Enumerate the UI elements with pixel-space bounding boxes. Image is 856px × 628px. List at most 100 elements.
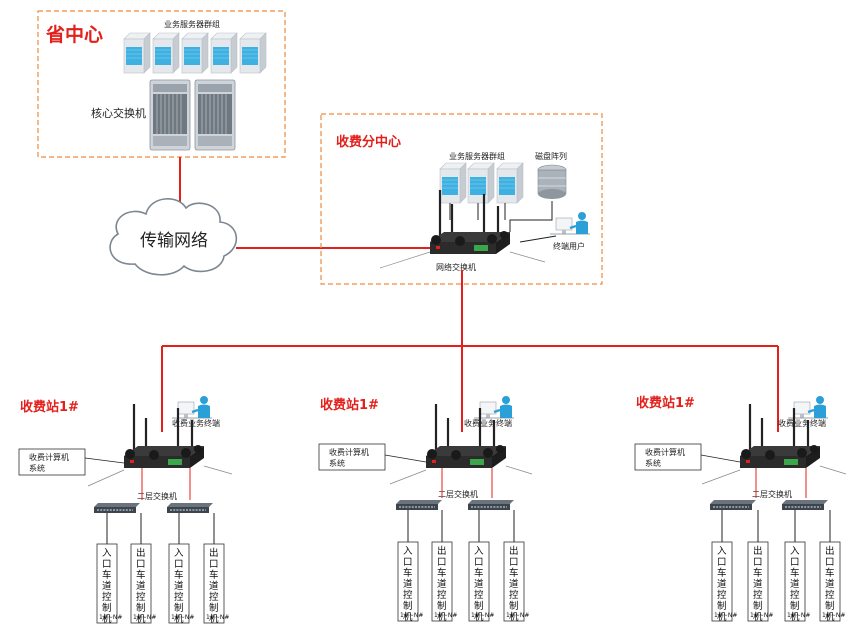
network-cloud-icon [109,198,238,276]
lane-char: 控 [753,589,763,601]
computer-system-line2: 系统 [645,458,661,468]
lane-char: 车 [102,569,112,581]
lane-char: 机 [790,611,800,623]
network-label: 传输网络 [140,231,208,251]
province-server-cluster [123,32,267,74]
lane-char: 车 [753,567,763,579]
lane-char: 口 [717,557,727,568]
lane-char: 口 [403,557,413,568]
server-icon [152,32,180,74]
lane-controller: 出 口 车 道 控 制 机 1#~N# [503,541,529,623]
lane-char: 机 [474,611,484,623]
lane-char: 控 [209,591,219,603]
computer-system-line1: 收费计算机 [29,452,69,462]
server-icon [210,32,238,74]
lane-char: 口 [174,559,184,570]
lane-char: 控 [509,589,519,601]
lane-char: 道 [825,578,835,590]
lane-char: 出 [509,545,519,557]
core-switch [149,79,236,151]
lane-char: 道 [174,580,184,592]
lane-char: 口 [437,557,447,568]
lane-char: 控 [102,591,112,603]
lane-char: 入 [790,546,800,557]
computer-system-line1: 收费计算机 [645,447,685,457]
lane-char: 控 [474,589,484,601]
core-switch-label: 核心交换机 [91,106,146,120]
computer-system-box [634,443,702,471]
station-terminal-label: 收费业务终端 [778,418,826,428]
toll-station: 收费站1# 收费业务终端 收费计算机 系统 二层交换机 入 口 车 道 控 制 … [318,394,533,623]
l2-switch-icon [395,499,443,511]
lane-char: 道 [437,578,447,590]
lane-char: 机 [102,613,112,625]
computer-system-box [318,443,386,471]
lane-char: 出 [209,547,219,559]
lane-char: 机 [174,613,184,625]
lane-char: 口 [753,557,763,568]
branch-router [379,188,557,269]
lane-char: 道 [474,578,484,590]
lane-char: 车 [437,567,447,579]
chassis-icon [149,79,191,151]
lane-range: 1#~N# [206,614,229,621]
server-icon [123,32,151,74]
lane-char: 入 [403,546,413,557]
lane-char: 车 [136,569,146,581]
station-title: 收费站1# [636,395,695,411]
network-switch-label: 网络交换机 [436,262,476,272]
lane-char: 道 [209,580,219,592]
l2-switch-label: 二层交换机 [137,491,177,501]
station-title: 收费站1# [320,397,379,413]
lane-range: 1#~N# [714,612,737,619]
disk-array-icon [537,164,567,199]
lane-char: 道 [509,578,519,590]
terminal-user-icon [548,210,592,236]
toll-station: 收费站1# 收费业务终端 收费计算机 系统 二层交换机 入 口 车 道 控 制 … [18,394,233,625]
lane-char: 制 [209,602,219,614]
lane-char: 车 [403,567,413,579]
lane-controller: 入 口 车 道 控 制 机 1#~N# [397,541,423,623]
lane-char: 控 [437,589,447,601]
lane-char: 口 [102,559,112,570]
lane-char: 车 [474,567,484,579]
branch-server-cluster-label: 业务服务器群组 [449,151,505,161]
lane-char: 出 [825,545,835,557]
lane-char: 道 [403,578,413,590]
lane-char: 制 [174,602,184,614]
lane-char: 机 [136,613,146,625]
lane-char: 制 [790,600,800,612]
lane-char: 制 [403,600,413,612]
server-icon [181,32,209,74]
terminal-user-label: 终端用户 [553,241,585,251]
lane-char: 出 [136,547,146,559]
lane-range: 1#~N# [434,612,457,619]
lane-controller: 入 口 车 道 控 制 机 1#~N# [468,541,494,623]
lane-char: 制 [136,602,146,614]
lane-char: 入 [174,548,184,559]
computer-system-line1: 收费计算机 [329,447,369,457]
lane-char: 控 [403,589,413,601]
lane-range: 1#~N# [99,614,122,621]
lane-char: 道 [790,578,800,590]
lane-char: 制 [102,602,112,614]
lane-char: 口 [825,557,835,568]
lane-char: 机 [209,613,219,625]
lane-char: 车 [174,569,184,581]
lane-char: 入 [717,546,727,557]
lane-char: 制 [753,600,763,612]
l2-switch-icon [467,499,515,511]
lane-char: 口 [474,557,484,568]
server-icon [496,162,524,204]
lane-range: 1#~N# [822,612,845,619]
station-title: 收费站1# [20,399,79,415]
lane-controller: 入 口 车 道 控 制 机 1#~N# [784,541,810,623]
lane-char: 制 [717,600,727,612]
lane-char: 道 [717,578,727,590]
lane-char: 道 [753,578,763,590]
province-center-boundary [37,10,286,158]
lane-char: 制 [825,600,835,612]
lane-char: 车 [509,567,519,579]
station-terminal-label: 收费业务终端 [464,418,512,428]
branch-center-title: 收费分中心 [336,134,401,150]
